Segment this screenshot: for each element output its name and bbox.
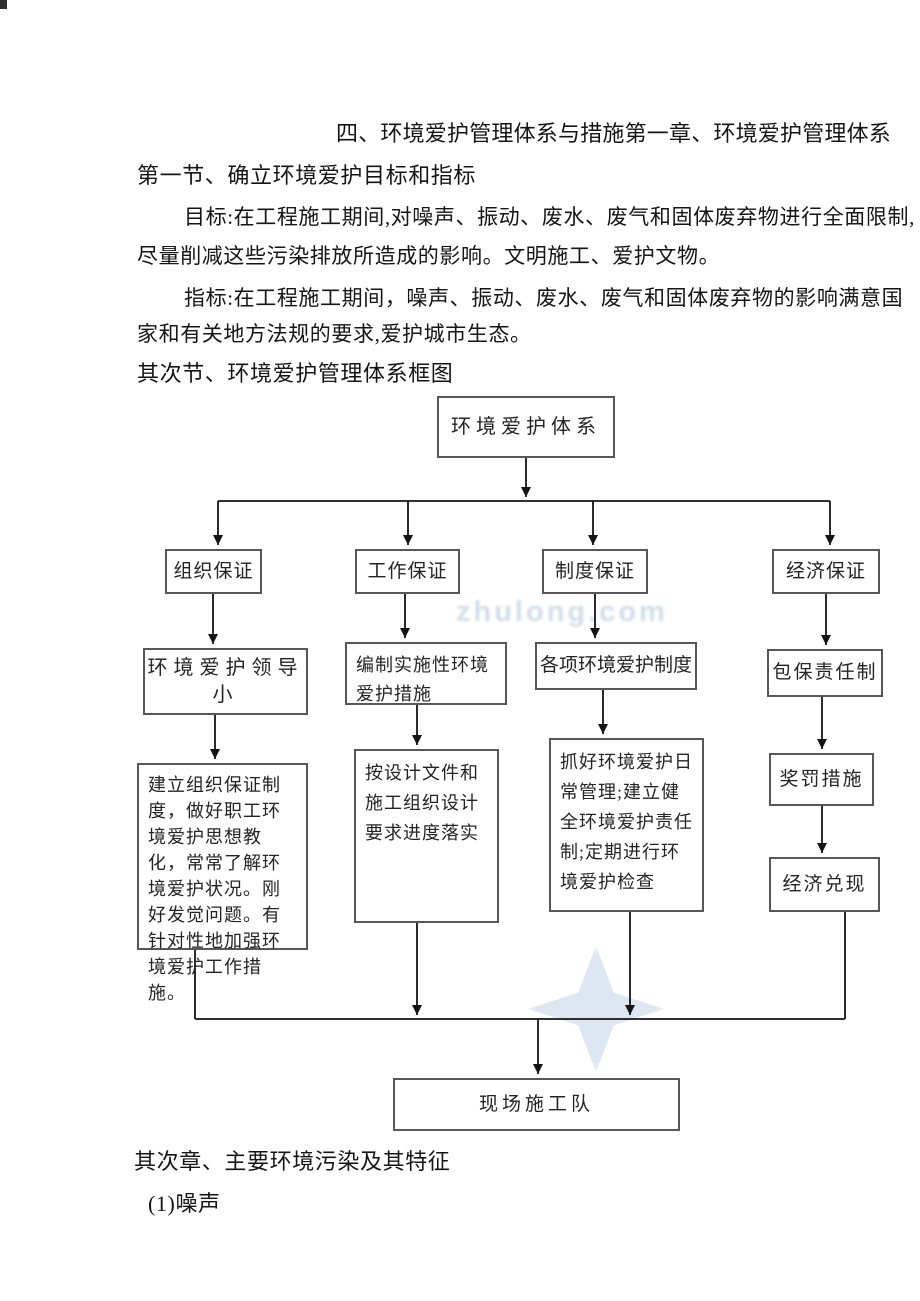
section2-heading: 其次节、环境爱护管理体系框图 [137, 361, 454, 386]
node-institution-guarantee: 制度保证 [542, 549, 648, 594]
index-paragraph-line2: 家和有关地方法规的要求,爱护城市生态。 [137, 322, 532, 346]
node-economic-cash: 经济兑现 [769, 857, 880, 912]
doc-title: 四、环境爱护管理体系与措施第一章、环境爱护管理体系 [336, 121, 892, 146]
node-work-detail: 按设计文件和施工组织设计要求进度落实 [354, 749, 499, 923]
node-organization-detail: 建立组织保证制度，做好职工环境爱护思想教化，常常了解环境爱护状况。刚好发觉问题。… [137, 763, 308, 1003]
node-organization-guarantee: 组织保证 [165, 549, 262, 594]
node-economic-guarantee: 经济保证 [772, 549, 880, 594]
node-work-guarantee: 工作保证 [355, 549, 460, 594]
node-reward-punishment: 奖罚措施 [769, 753, 874, 806]
node-responsibility-system: 包保责任制 [767, 649, 883, 697]
node-site-construction-team: 现场施工队 [393, 1078, 680, 1131]
chapter2-heading: 其次章、主要环境污染及其特征 [134, 1149, 451, 1174]
section1-heading: 第一节、确立环境爱护目标和指标 [137, 163, 477, 188]
node-institution-detail: 抓好环境爱护日常管理;建立健全环境爱护责任制;定期进行环境爱护检查 [549, 738, 704, 912]
index-paragraph-line1: 指标:在工程施工期间，噪声、振动、废水、废气和固体废弃物的影响满意国 [184, 286, 904, 310]
watermark-text: zhulong.com [456, 596, 668, 628]
node-protection-rules: 各项环境爱护制度 [535, 642, 697, 690]
node-environment-protection-system: 环境爱护体系 [437, 396, 615, 458]
flowchart-connectors [194, 458, 846, 1074]
goal-paragraph-line2: 尽量削减这些污染排放所造成的影响。文明施工、爱护文物。 [137, 244, 721, 268]
goal-paragraph-line1: 目标:在工程施工期间,对噪声、振动、废水、废气和固体废弃物进行全面限制, [184, 205, 915, 229]
node-leading-group: 环境爱护领导小 [143, 648, 308, 715]
node-implementation-measures: 编制实施性环境爱护措施 [345, 642, 507, 705]
environment-protection-flowchart: zhulong.com [0, 390, 920, 1150]
scan-corner-artifact [0, 0, 7, 9]
noise-item: (1)噪声 [148, 1191, 221, 1216]
